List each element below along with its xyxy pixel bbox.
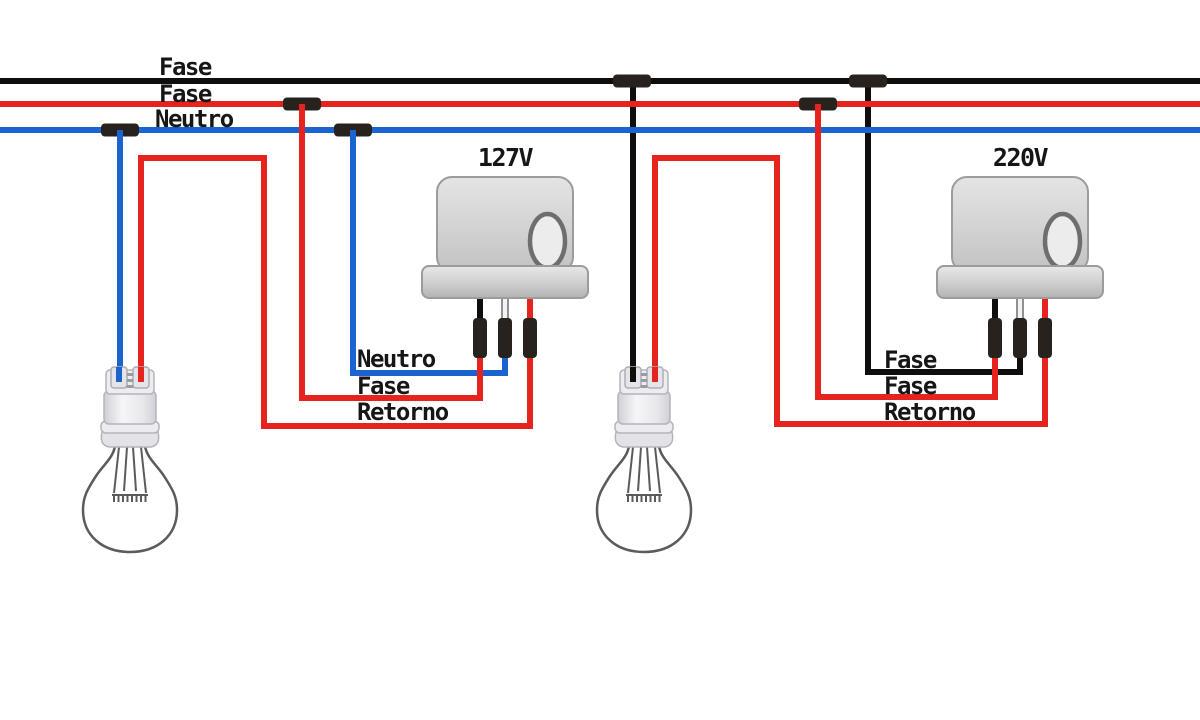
sensor127-label-fase: Fase xyxy=(357,372,410,400)
wire-fase-to-sensor127 xyxy=(299,104,483,401)
sensor-220v xyxy=(937,177,1103,358)
tap-connector-fase-bulb2 xyxy=(613,74,651,88)
wire-retorno-bulb1-to-sensor127 xyxy=(138,155,533,429)
sensor220-label-fase-1: Fase xyxy=(884,346,937,374)
wire-fase-black-to-sensor220 xyxy=(865,81,1023,375)
sensor220-label-retorno: Retorno xyxy=(884,398,976,426)
bus-label-fase-top: Fase xyxy=(159,53,212,81)
bus-label-fase-mid: Fase xyxy=(159,80,212,108)
tap-connector-fase-black-220 xyxy=(849,74,887,88)
sensor220-label-fase-2: Fase xyxy=(884,372,937,400)
wire-fase-red-to-sensor220 xyxy=(815,104,998,400)
sensor-127v xyxy=(422,177,588,358)
sensor127-label-neutro: Neutro xyxy=(357,345,436,373)
sensor-220v-title: 220V xyxy=(992,143,1049,172)
sensor-127v-title: 127V xyxy=(477,143,534,172)
bulb-2 xyxy=(595,365,693,554)
bulb-1 xyxy=(81,365,179,554)
sensor127-label-retorno: Retorno xyxy=(357,398,449,426)
bus-label-neutro: Neutro xyxy=(155,105,234,133)
wire-retorno-bulb2-to-sensor220 xyxy=(652,155,1048,427)
wire-neutro-to-sensor127 xyxy=(350,130,508,376)
